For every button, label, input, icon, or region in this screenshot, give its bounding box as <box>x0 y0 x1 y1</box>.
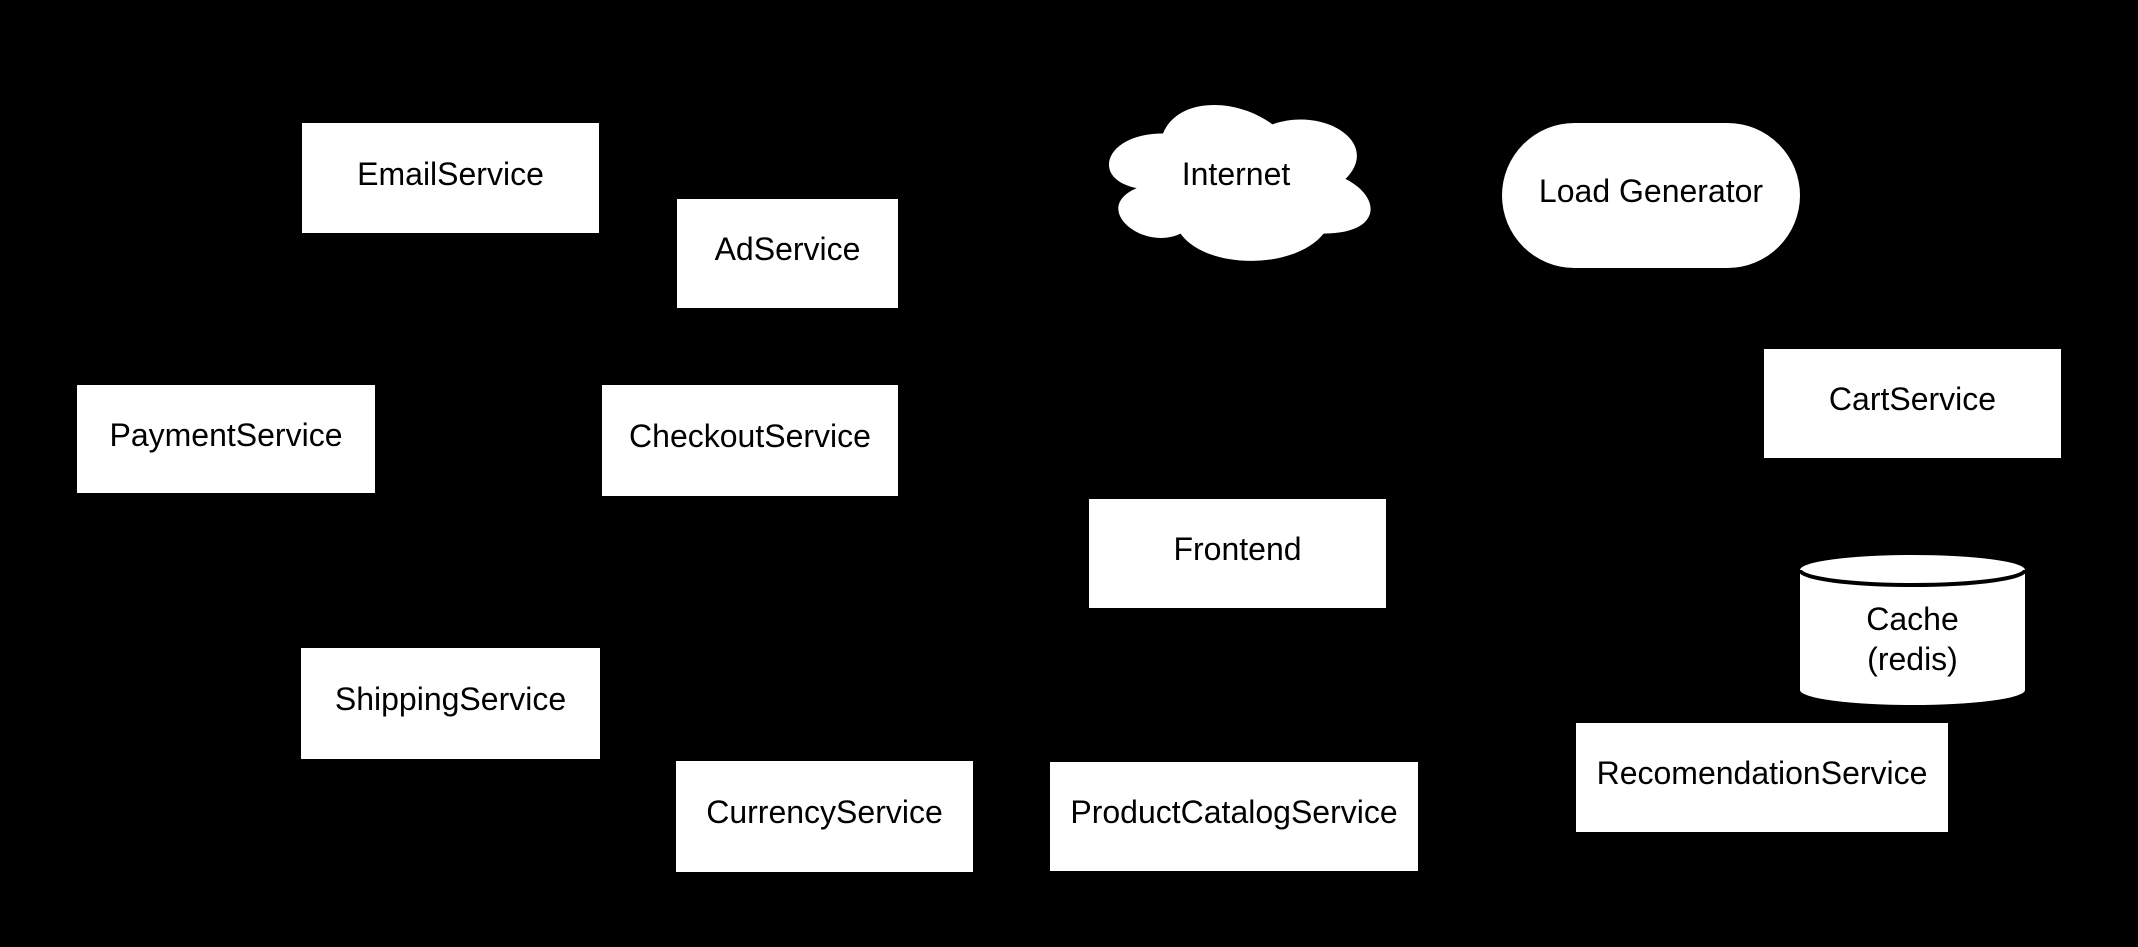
node-payment-service: PaymentService <box>77 385 375 493</box>
node-load-generator-label: Load Generator <box>1538 173 1764 210</box>
node-currency-service: CurrencyService <box>676 761 973 872</box>
cache-label-line1: Cache <box>1866 601 1959 637</box>
node-product-catalog-service-label: ProductCatalogService <box>1070 794 1398 831</box>
node-email-service-label: EmailService <box>357 155 544 192</box>
node-payment-service-label: PaymentService <box>109 416 343 453</box>
cloud-icon <box>1108 104 1371 261</box>
node-cache-redis-label: Cache (redis) <box>1800 599 2025 679</box>
node-email-service: EmailService <box>302 123 599 233</box>
node-internet-label: Internet <box>1181 155 1291 192</box>
node-ad-service-label: AdService <box>714 231 861 268</box>
node-recomendation-service-label: RecomendationService <box>1596 755 1928 792</box>
node-checkout-service-label: CheckoutService <box>629 418 871 455</box>
node-cart-service: CartService <box>1764 349 2061 458</box>
node-ad-service: AdService <box>677 199 898 308</box>
node-load-generator: Load Generator <box>1502 123 1800 268</box>
node-recomendation-service: RecomendationService <box>1576 723 1948 832</box>
node-frontend-label: Frontend <box>1173 531 1302 568</box>
cache-label-line2: (redis) <box>1867 641 1958 677</box>
database-cylinder-icon <box>1800 555 2025 705</box>
node-cart-service-label: CartService <box>1828 381 1997 418</box>
node-internet: Internet <box>1090 88 1382 270</box>
node-checkout-service: CheckoutService <box>602 385 898 496</box>
node-frontend: Frontend <box>1089 499 1386 608</box>
node-cache-redis: Cache (redis) <box>1800 555 2025 705</box>
node-shipping-service: ShippingService <box>301 648 600 759</box>
node-shipping-service-label: ShippingService <box>334 681 567 718</box>
node-product-catalog-service: ProductCatalogService <box>1050 762 1418 871</box>
node-currency-service-label: CurrencyService <box>706 794 943 831</box>
